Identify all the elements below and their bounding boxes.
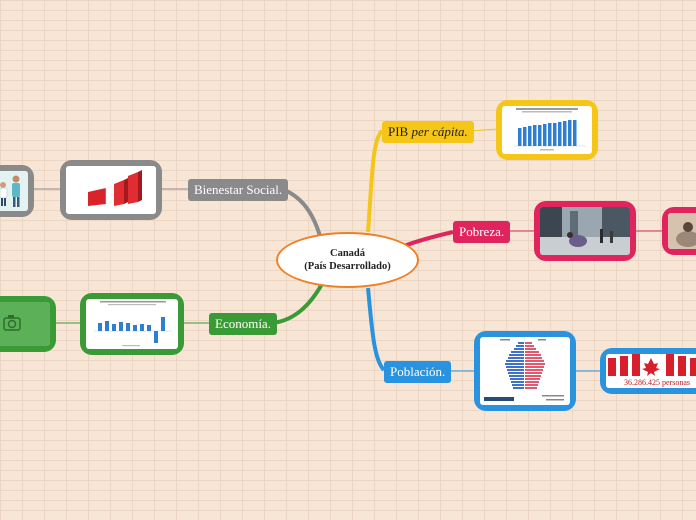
- topic-pib-italic: per cápita.: [411, 124, 468, 139]
- image-node-economia-placeholder[interactable]: [0, 296, 56, 352]
- person-photo-thumbnail: [668, 213, 696, 249]
- topic-bienestar[interactable]: Bienestar Social.: [188, 179, 289, 201]
- image-node-poblacion-pyramid[interactable]: [474, 331, 576, 411]
- image-node-poblacion-flags[interactable]: 36.286.425 personas: [600, 348, 696, 394]
- canada-bars-thumbnail: [66, 166, 156, 214]
- topic-pib[interactable]: PIB per cápita.: [382, 121, 474, 143]
- central-subtitle: (País Desarrollado): [304, 261, 391, 272]
- population-pyramid-thumbnail: [484, 339, 564, 401]
- central-topic[interactable]: Canadá (País Desarrollado): [276, 232, 419, 288]
- topic-poblacion[interactable]: Población.: [384, 361, 452, 383]
- canada-flags-thumbnail: [606, 354, 696, 388]
- topic-bienestar-label: Bienestar Social.: [194, 182, 283, 197]
- image-node-pobreza-photo-2[interactable]: [662, 207, 696, 255]
- image-node-economia-chart[interactable]: [80, 293, 184, 355]
- topic-pobreza[interactable]: Pobreza.: [453, 221, 511, 243]
- camera-icon: [0, 302, 50, 346]
- image-node-bienestar-people[interactable]: [0, 165, 34, 217]
- edge-pib: [366, 129, 384, 233]
- poblacion-caption: 36.286.425 personas: [624, 378, 690, 387]
- image-node-pobreza-photo[interactable]: [534, 201, 636, 261]
- edge-pib-img: [469, 128, 498, 132]
- topic-pobreza-label: Pobreza.: [459, 224, 505, 239]
- economy-bar-chart-thumbnail: [94, 301, 172, 347]
- people-illustration-thumbnail: [0, 171, 28, 211]
- topic-poblacion-label: Población.: [390, 364, 446, 379]
- topic-economia-label: Economía.: [215, 316, 271, 331]
- topic-economia[interactable]: Economía.: [209, 313, 277, 335]
- topic-pib-label: PIB: [388, 124, 412, 139]
- central-title: Canadá: [329, 248, 365, 259]
- edge-economia: [272, 283, 324, 325]
- bar-chart-thumbnail: [514, 108, 586, 151]
- street-photo-thumbnail: [540, 207, 630, 255]
- image-node-bienestar-flag[interactable]: [60, 160, 162, 220]
- image-node-pib-chart[interactable]: [496, 100, 598, 160]
- edge-poblacion: [366, 287, 386, 372]
- edge-pobreza: [403, 230, 454, 248]
